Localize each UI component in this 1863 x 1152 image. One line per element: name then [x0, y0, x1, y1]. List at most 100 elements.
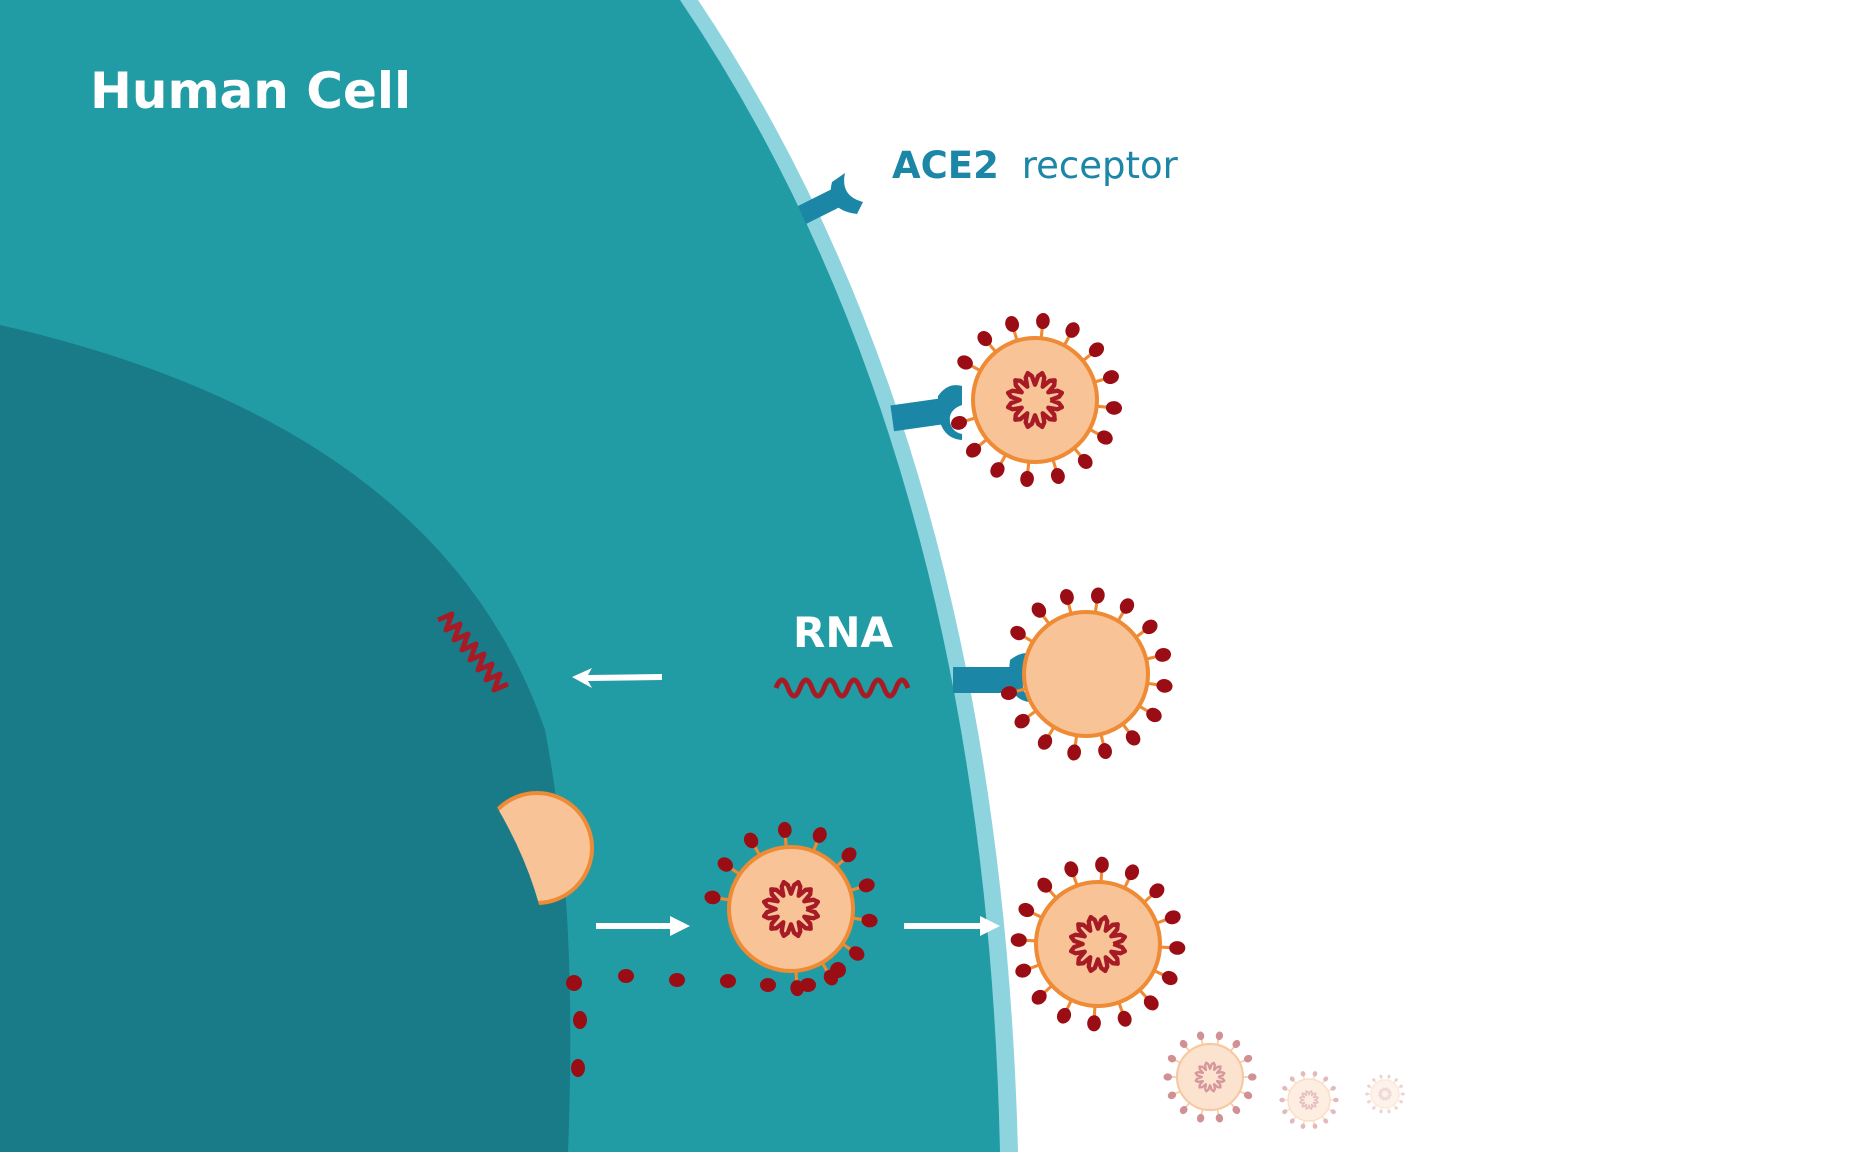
- nucleus: [0, 325, 571, 1152]
- spike-stem: [1373, 1104, 1377, 1108]
- spike-protein: [1387, 1074, 1391, 1079]
- rna-label: RNA: [793, 608, 893, 657]
- virus-envelope: [970, 335, 1100, 465]
- spike-protein: [1164, 910, 1181, 925]
- spike-protein: [812, 827, 827, 843]
- spike-protein: [1401, 1092, 1405, 1096]
- spike-protein: [777, 821, 792, 838]
- coronavirus-icon: [704, 821, 878, 997]
- spike-protein: [1005, 316, 1020, 332]
- spike-protein: [951, 415, 967, 430]
- spike-protein: [1010, 625, 1026, 641]
- spike-stem: [1292, 1115, 1297, 1121]
- rna-strand-icon: [773, 677, 911, 699]
- spike-protein: [1142, 619, 1158, 635]
- spike-protein: [1000, 686, 1017, 700]
- spike-stem: [1327, 1088, 1333, 1092]
- spike-protein: [1060, 588, 1074, 605]
- spike-protein: [1367, 1100, 1371, 1104]
- spike-protein: [1372, 1078, 1376, 1082]
- spike-protein: [1036, 312, 1050, 330]
- spike-protein: [841, 847, 857, 863]
- spike-stem: [1312, 1074, 1316, 1080]
- ace2-receptor-icon: [890, 385, 962, 440]
- spike-protein: [1125, 730, 1141, 746]
- spike-protein: [1279, 1097, 1285, 1103]
- ace2-label-rest: receptor: [1022, 144, 1179, 187]
- virus-envelope: [726, 844, 856, 974]
- nucleus-overlay: [480, 780, 550, 1010]
- spike-protein: [1065, 322, 1080, 338]
- spike-stem: [1285, 1108, 1291, 1112]
- title-label: Human Cell: [90, 62, 411, 120]
- spike-protein: [1095, 856, 1109, 873]
- spike-protein: [1167, 1054, 1177, 1063]
- virus-envelope: [1287, 1078, 1331, 1122]
- spike-protein: [1247, 1073, 1257, 1081]
- coronavirus-icon: [1279, 1071, 1339, 1129]
- spike-protein-trail: [566, 962, 846, 1077]
- coronavirus-icon: [1163, 1031, 1257, 1123]
- spike-protein: [1088, 342, 1105, 358]
- spike-protein: [1379, 1109, 1383, 1114]
- spike-protein: [1330, 1085, 1336, 1091]
- coronavirus-icon: [1365, 1074, 1405, 1114]
- spike-stem: [1312, 1120, 1316, 1126]
- spike-stem: [1380, 1077, 1383, 1081]
- virus-envelope: [1033, 879, 1163, 1009]
- spike-protein: [1077, 453, 1093, 470]
- ace2-receptor-icon: [798, 173, 863, 224]
- spike-protein: [1196, 1031, 1205, 1041]
- spike-stem: [1373, 1080, 1377, 1084]
- spike-protein: [1282, 1085, 1288, 1091]
- spike-stem: [1393, 1104, 1397, 1108]
- spike-stem: [1369, 1099, 1373, 1103]
- spike-protein: [1020, 470, 1034, 488]
- spike-stem: [1302, 1074, 1306, 1080]
- spike-protein: [1300, 1071, 1306, 1077]
- spike-stem: [1184, 1102, 1191, 1109]
- spike-stem: [1387, 1107, 1390, 1111]
- spike-protein: [1098, 743, 1112, 760]
- spike-protein: [1050, 468, 1065, 484]
- spike-stem: [1184, 1045, 1191, 1052]
- spike-stem: [1229, 1102, 1236, 1109]
- spike-protein: [957, 355, 973, 370]
- spike-protein: [1399, 1084, 1403, 1088]
- arrow-icon: [904, 916, 1000, 936]
- spike-stem: [1173, 1090, 1181, 1096]
- spike-protein: [1282, 1109, 1288, 1115]
- spike-protein: [1179, 1105, 1188, 1115]
- spike-protein: [1215, 1113, 1224, 1123]
- spike-protein: [1323, 1118, 1329, 1124]
- spike-protein: [1312, 1071, 1318, 1077]
- spike-protein: [1300, 1123, 1306, 1129]
- spike-stem: [1216, 1037, 1220, 1046]
- spike-protein: [1394, 1106, 1398, 1110]
- spike-protein: [1367, 1084, 1371, 1088]
- spike-protein: [1097, 430, 1113, 445]
- spike-protein: [1091, 587, 1105, 604]
- spike-protein: [1064, 861, 1079, 878]
- virus-group: [704, 312, 1405, 1129]
- spike-protein: [1010, 933, 1027, 947]
- spike-protein: [1323, 1076, 1329, 1082]
- rna-strand-icon: [1194, 1061, 1226, 1093]
- spike-stem: [1229, 1045, 1236, 1052]
- spike-protein: [1018, 902, 1035, 918]
- spike-protein: [1119, 598, 1135, 614]
- spike-protein: [1117, 1010, 1132, 1027]
- spike-protein: [1289, 1118, 1295, 1124]
- spike-protein: [849, 946, 865, 961]
- spike-protein: [965, 442, 982, 458]
- spike-protein: [1387, 1109, 1391, 1114]
- spike-protein: [1333, 1097, 1339, 1103]
- spike-protein: [1037, 877, 1053, 893]
- spike-stem: [1200, 1037, 1204, 1046]
- spike-protein: [1037, 734, 1053, 750]
- spike-protein: [823, 969, 839, 986]
- spike-protein: [1146, 707, 1162, 723]
- spike-protein: [1365, 1092, 1369, 1096]
- rna-strand-icon: [1378, 1087, 1392, 1101]
